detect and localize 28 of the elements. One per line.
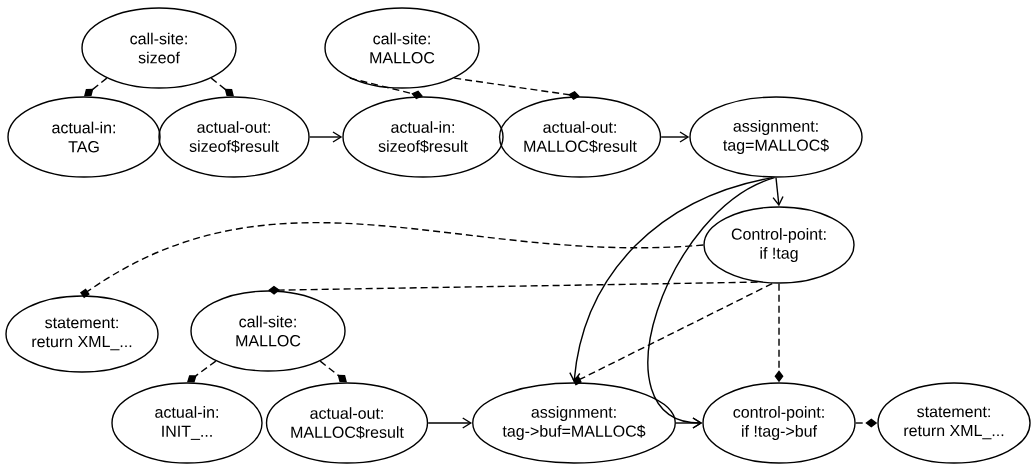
arrow bbox=[427, 417, 473, 429]
ellipse-node: actual-out: MALLOC$result bbox=[498, 96, 662, 178]
dependence-line bbox=[572, 282, 773, 386]
arrow bbox=[660, 131, 690, 143]
ellipse-node: statement: return XML_... bbox=[5, 295, 159, 373]
dependence-line bbox=[453, 77, 580, 100]
ellipse-node: actual-in: sizeof$result bbox=[342, 96, 504, 178]
dependence-line bbox=[349, 77, 423, 100]
ellipse-node: actual-out: sizeof$result bbox=[158, 96, 310, 178]
ellipse-node: actual-out: MALLOC$result bbox=[265, 382, 429, 464]
ellipse-node: assignment: tag->buf=MALLOC$ bbox=[472, 382, 676, 464]
ellipse-node: statement: return XML_... bbox=[877, 382, 1031, 464]
dependence-line bbox=[268, 281, 759, 295]
arrow bbox=[772, 177, 784, 207]
arrow bbox=[675, 417, 703, 429]
ellipse-node: Control-point: if !tag bbox=[703, 206, 855, 284]
ellipse-node: actual-in: TAG bbox=[7, 96, 161, 178]
arrow bbox=[309, 131, 343, 143]
ellipse-node: call-site: MALLOC bbox=[190, 290, 346, 372]
dependence-line bbox=[187, 360, 217, 383]
ellipse-node: control-point: if !tag->buf bbox=[702, 382, 856, 464]
ellipse-node: assignment: tag=MALLOC$ bbox=[689, 96, 863, 178]
ellipse-node: call-site: sizeof bbox=[81, 7, 237, 89]
dependence-line bbox=[319, 360, 347, 383]
dependence-line bbox=[210, 77, 234, 97]
ellipse-node: actual-in: INIT_... bbox=[111, 382, 263, 464]
ellipse-node: call-site: MALLOC bbox=[324, 7, 480, 89]
dependence-line bbox=[84, 77, 108, 97]
